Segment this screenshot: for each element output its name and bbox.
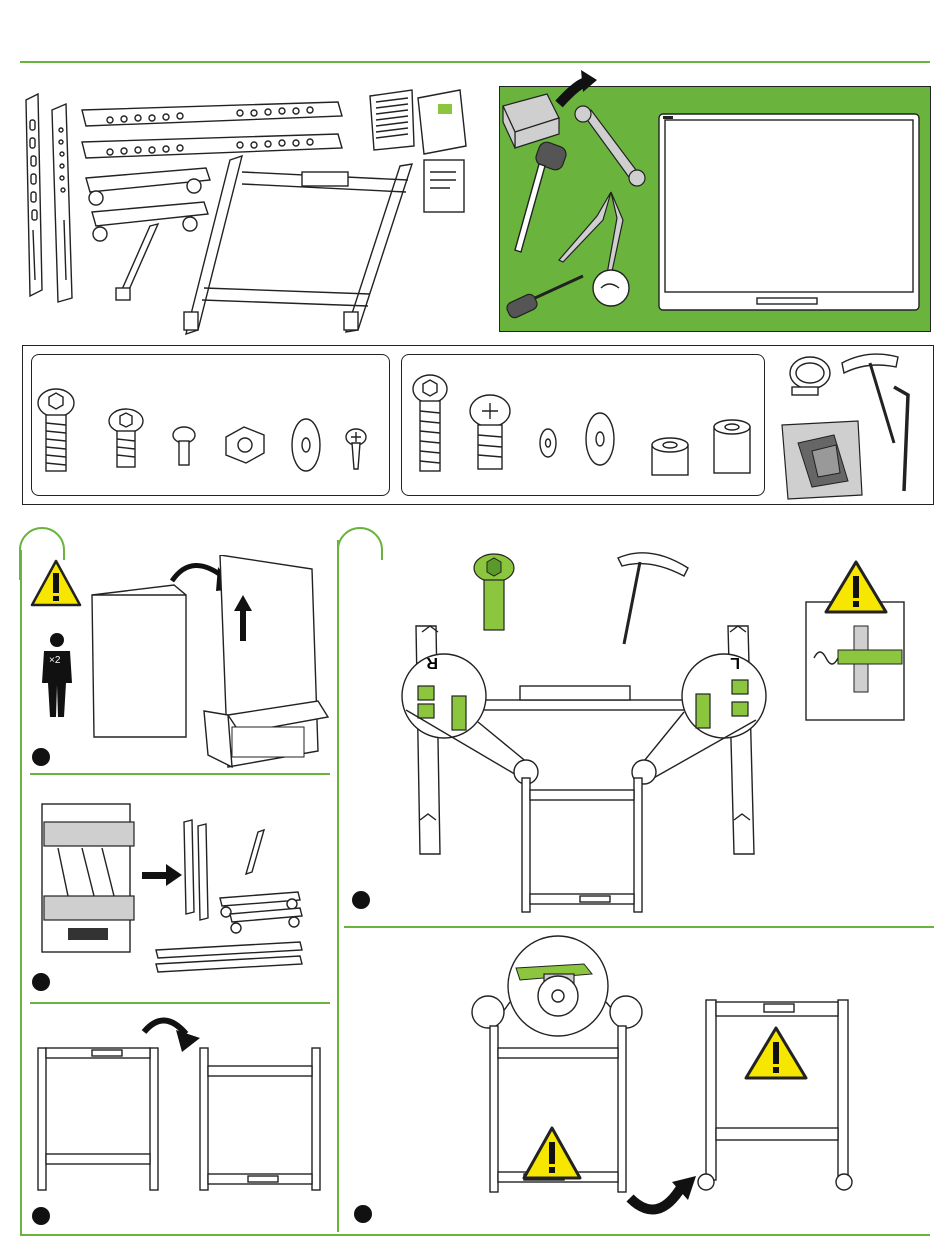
bolt-small-icon — [173, 427, 195, 465]
bolt-long-icon — [413, 375, 447, 471]
right-marker-label: R — [426, 654, 438, 671]
base-frame — [522, 778, 642, 912]
carton-opened — [204, 555, 328, 767]
bolt-medium-icon — [109, 409, 143, 467]
column-divider — [337, 540, 339, 1232]
washer-small-icon — [540, 429, 556, 457]
display-panel — [659, 114, 919, 310]
upright-left — [26, 94, 42, 296]
toolbox-icon — [503, 94, 559, 148]
washer-large-icon — [292, 419, 320, 471]
step-dot-icon — [32, 973, 50, 991]
top-rule — [20, 61, 930, 63]
tools-illustration — [499, 64, 931, 334]
bottom-rule — [20, 1234, 930, 1236]
support-strut — [116, 224, 158, 300]
two-person-label: ×2 — [49, 655, 61, 666]
two-person-lift-icon: ×2 — [42, 633, 72, 717]
bolt-phillips-icon — [470, 395, 510, 469]
green-bolt-icon — [474, 554, 514, 630]
packed-carton — [42, 804, 134, 952]
wrench-icon — [575, 106, 645, 186]
carton-box — [92, 585, 186, 737]
removed-parts — [156, 820, 302, 972]
washer-medium-icon — [586, 413, 614, 465]
warning-triangle-icon — [524, 1128, 580, 1178]
main-frame — [184, 156, 412, 334]
step-separator-3 — [344, 926, 934, 928]
step-dot-icon — [354, 1205, 372, 1223]
left-marker-label: L — [730, 654, 740, 671]
arrow-right-icon — [142, 864, 182, 886]
step-flip-frame — [22, 1008, 337, 1230]
crossbar-lower — [82, 134, 342, 158]
hex-nut-icon — [226, 427, 264, 463]
bolt-large-icon — [38, 389, 74, 471]
step-dot-icon — [32, 748, 50, 766]
step-separator-2 — [30, 1002, 330, 1004]
mallet-icon — [515, 140, 568, 252]
step-dot-icon — [352, 891, 370, 909]
t-handle-key-icon — [618, 553, 688, 644]
upright-right — [52, 104, 72, 302]
spacer-short-icon — [652, 438, 688, 475]
step-dot-icon — [32, 1207, 50, 1225]
turn-over-arrow-icon — [630, 1186, 682, 1210]
caster-foot-upper — [86, 168, 210, 205]
screwdriver-icon — [505, 270, 629, 320]
frame-back — [200, 1048, 320, 1190]
spacer-tall-icon — [714, 420, 750, 473]
l-hex-key-icon — [894, 387, 908, 491]
torque-warning — [806, 562, 904, 720]
frame-front — [38, 1048, 158, 1190]
warning-triangle-icon — [746, 1028, 806, 1078]
cable-clip-icon — [790, 357, 830, 395]
step-remove-parts — [22, 778, 337, 1000]
parts-overview — [20, 80, 490, 340]
parts-bag-icon — [782, 421, 862, 499]
crossbar-upper — [82, 102, 342, 126]
manuals — [370, 90, 466, 212]
step-attach-uprights: R L — [344, 540, 934, 922]
warning-triangle-icon — [32, 561, 80, 605]
step-separator-1 — [30, 773, 330, 775]
pliers-icon — [559, 192, 623, 276]
step-unbox: ×2 — [22, 555, 337, 770]
screw-phillips-icon — [346, 429, 366, 469]
hardware-items — [22, 345, 934, 505]
step-attach-casters — [344, 930, 934, 1232]
caster-callout — [500, 936, 618, 1036]
